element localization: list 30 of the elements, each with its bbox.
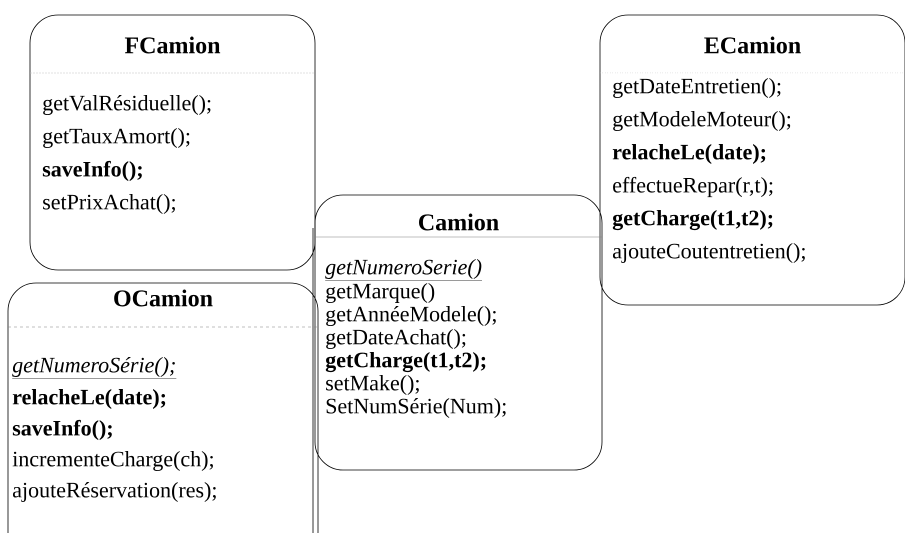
method-text: getCharge(t1,t2);	[612, 210, 772, 230]
class-box	[600, 14, 905, 306]
method-text: saveInfo();	[42, 160, 142, 182]
method-text: setMake();	[326, 375, 419, 395]
class-box	[30, 14, 316, 270]
class-name: FCamion	[124, 36, 220, 54]
method-text: getDateEntretien();	[613, 78, 780, 98]
class-box	[8, 282, 318, 533]
method-text: incrementeCharge(ch);	[12, 451, 213, 471]
method-text: getDateAchat();	[326, 329, 466, 349]
method-text: relacheLe(date);	[612, 144, 766, 164]
class-box	[314, 194, 602, 470]
class-name: OCamion	[114, 290, 213, 306]
method-text: getValRésiduelle();	[43, 94, 210, 116]
method-text: effectueRepar(r,t);	[613, 176, 772, 198]
method-text: getNumeroSérie();	[12, 357, 177, 379]
method-text: ajouteRéservation(res);	[12, 482, 216, 502]
method-text: getAnnéeModele();	[326, 306, 496, 326]
method-text: getCharge(t1,t2);	[326, 352, 486, 372]
method-text: getModeleMoteur();	[613, 111, 790, 131]
method-text: SetNumSérie(Num);	[326, 398, 506, 418]
method-text: getMarque()	[326, 283, 434, 303]
method-text: getTauxAmort();	[43, 128, 190, 148]
method-text: relacheLe(date);	[12, 389, 166, 409]
class-name: Camion	[419, 214, 499, 230]
method-text: getNumeroSerie()	[325, 259, 482, 281]
method-text: saveInfo();	[12, 420, 112, 440]
method-text: setPrixAchat();	[43, 194, 175, 214]
method-text: ajouteCoutentretien();	[612, 243, 805, 263]
class-name: ECamion	[704, 36, 801, 54]
